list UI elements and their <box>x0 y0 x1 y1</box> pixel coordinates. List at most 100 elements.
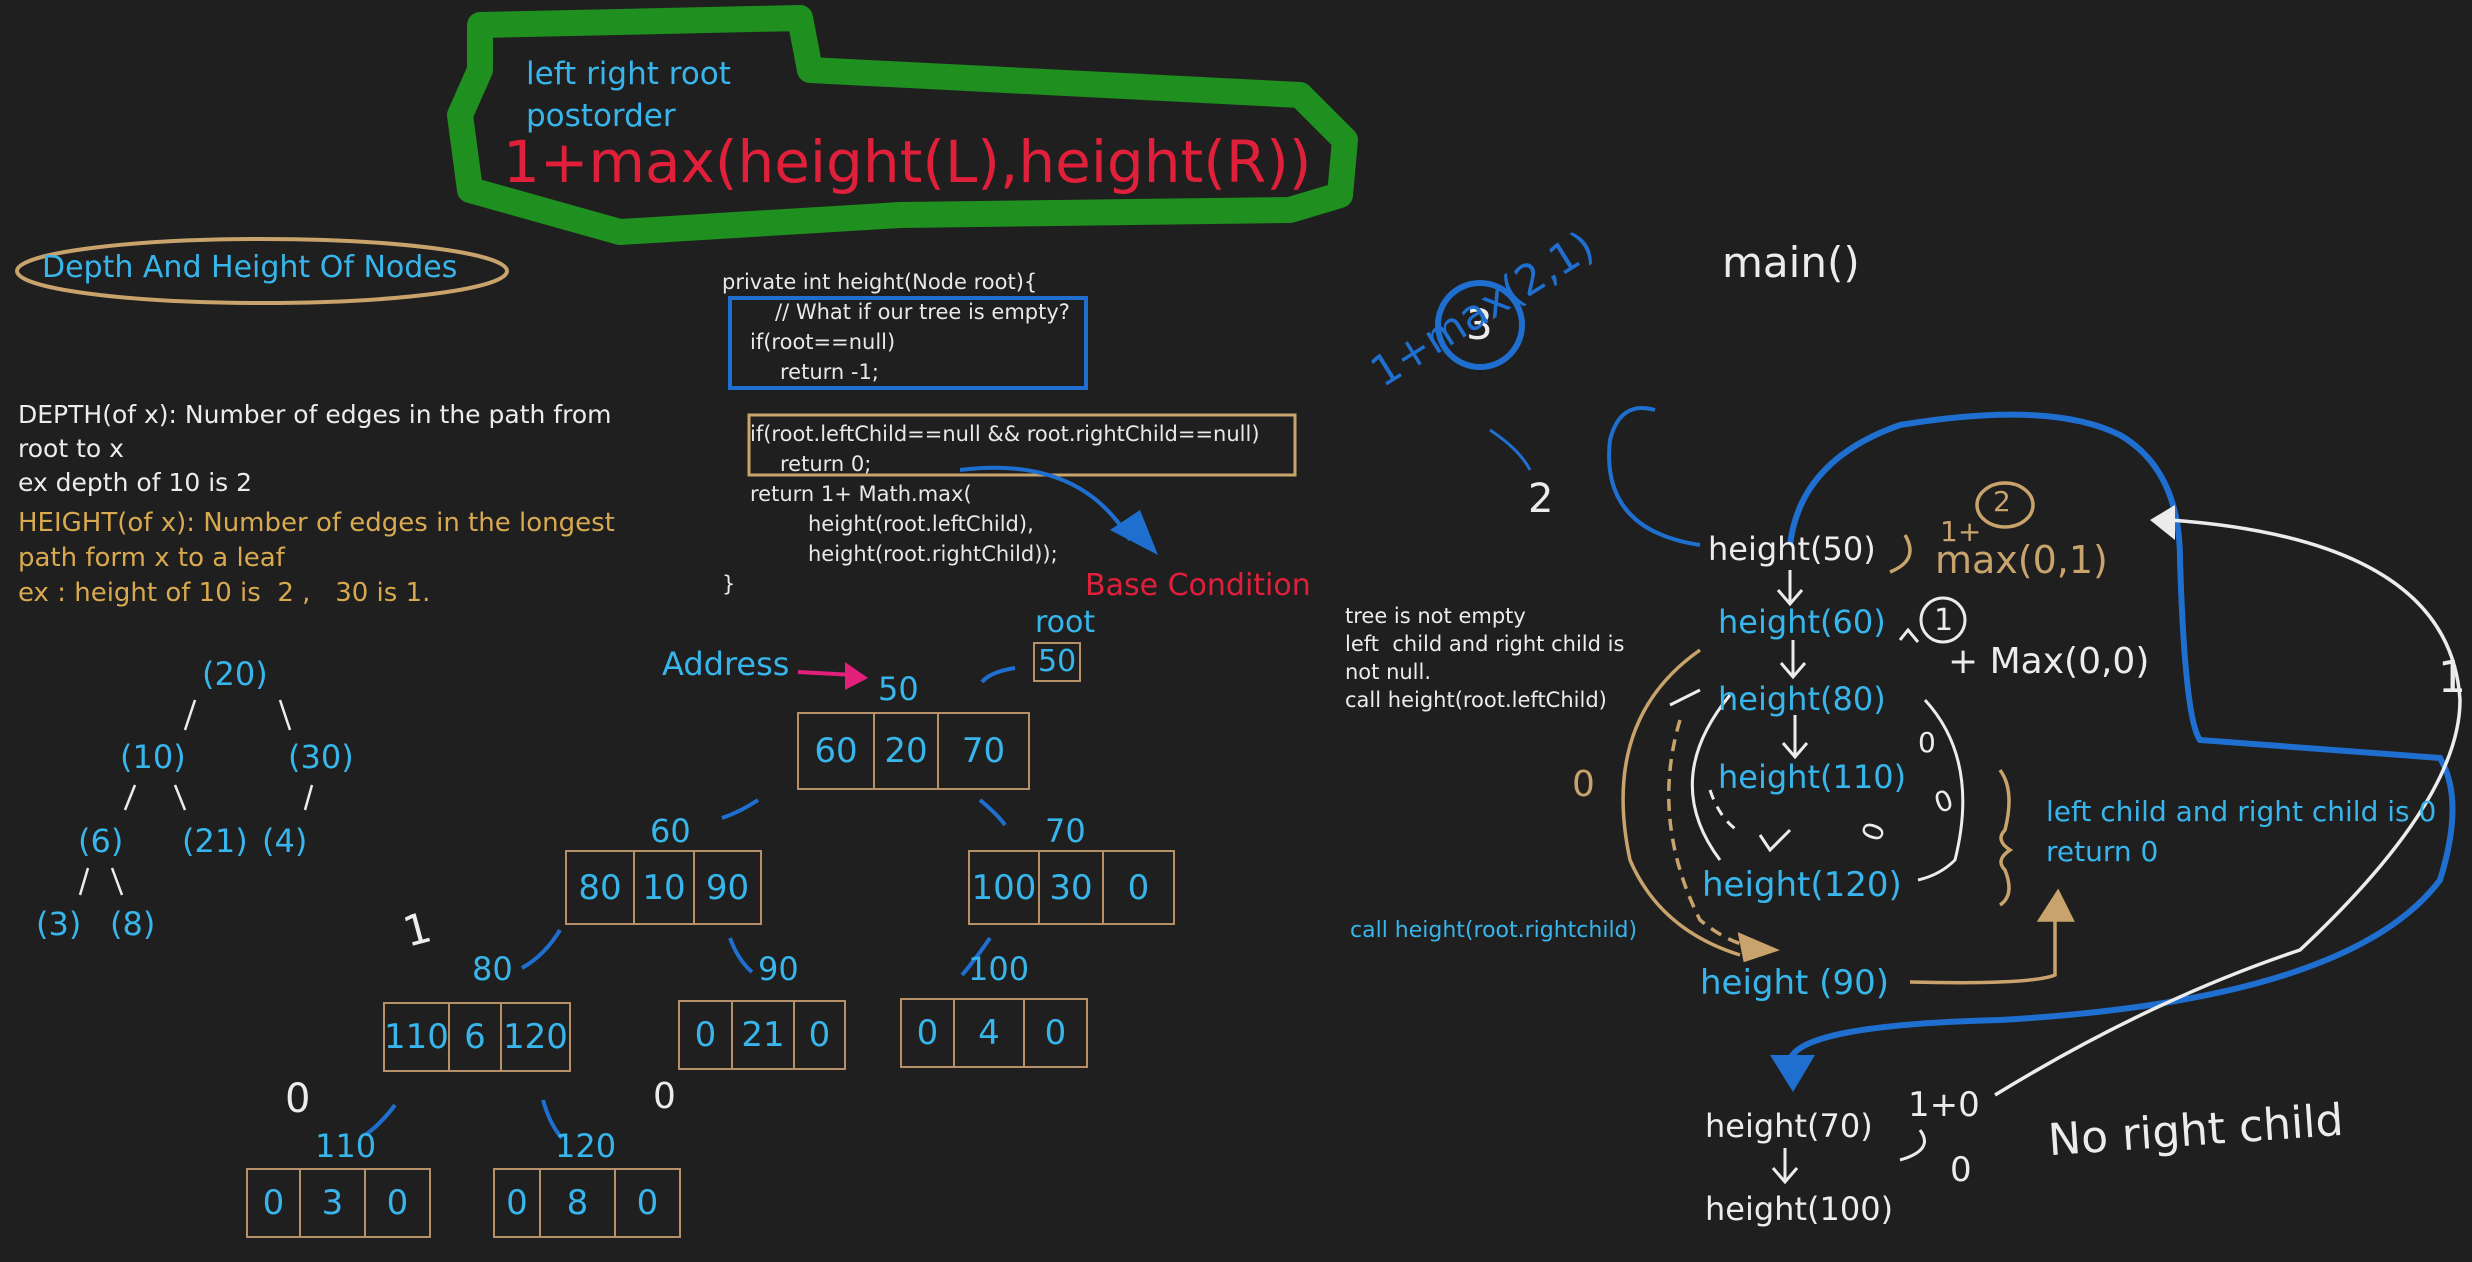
arrow-50-60 <box>721 798 760 820</box>
arrow-h50-h60 <box>1776 570 1804 607</box>
edge-10-6 <box>123 784 137 811</box>
node-80-value: 6 <box>450 1002 502 1072</box>
node-address-110: 110 <box>315 1127 377 1165</box>
node-80-right: 120 <box>502 1002 571 1072</box>
note-not-empty-3: not null. <box>1345 660 1432 684</box>
note-not-empty-4: call height(root.leftChild) <box>1345 688 1607 712</box>
memory-node-80: 110 6 120 <box>383 1002 571 1072</box>
blue-return-arrowhead <box>1770 1055 1815 1092</box>
white-return-arrowhead <box>2150 505 2175 540</box>
title-outline <box>15 237 509 305</box>
arrow-to-h80 <box>1669 688 1701 707</box>
null-check-box <box>728 296 1088 390</box>
code-line-2: // What if our tree is empty? <box>775 300 1070 324</box>
dashed-h110-h120 <box>1708 789 1741 834</box>
tree-node-10: (10) <box>120 738 186 776</box>
code-line-9: height(root.rightChild)); <box>808 542 1058 566</box>
arrow-h60-h80 <box>1779 640 1807 680</box>
base-condition-arrow <box>959 465 1132 542</box>
gold-arrowhead-90 <box>1737 932 1780 963</box>
h120-check-arrow <box>1758 828 1792 853</box>
node-110-value: 3 <box>301 1168 366 1238</box>
gold-brace <box>1998 768 2014 907</box>
call-height-110: height(110) <box>1718 758 1907 796</box>
tree-node-21: (21) <box>182 822 248 860</box>
gold-arrowhead-up <box>2036 888 2075 922</box>
max-0-1: max(0,1) <box>1935 538 2108 582</box>
base-condition-label: Base Condition <box>1085 568 1311 603</box>
node-110-right: 0 <box>366 1168 431 1238</box>
zero-h100: 0 <box>1950 1150 1972 1190</box>
node-110-left: 0 <box>246 1168 301 1238</box>
address-arrowhead <box>845 662 868 690</box>
arrow-root-50 <box>980 666 1016 684</box>
node-120-right: 0 <box>616 1168 681 1238</box>
arrow-50-70 <box>978 798 1007 827</box>
code-line-1: private int height(Node root){ <box>722 270 1038 294</box>
zero-a: 0 <box>1918 726 1936 759</box>
white-curve-right <box>1917 698 1965 882</box>
circle-1-outline <box>1919 596 1967 644</box>
h50-return-arrow <box>1607 406 1701 547</box>
call-height-100: height(100) <box>1705 1190 1894 1228</box>
memory-node-100: 0 4 0 <box>900 998 1088 1068</box>
node-50-value: 20 <box>875 712 939 790</box>
memory-node-110: 0 3 0 <box>246 1168 431 1238</box>
leaf-note-line1: left child and right child is 0 <box>2046 795 2437 828</box>
tree-node-30: (30) <box>288 738 354 776</box>
root-label: root <box>1035 605 1096 640</box>
circle-3-outline <box>1435 280 1525 370</box>
call-height-120: height(120) <box>1702 865 1902 905</box>
node-120-left: 0 <box>493 1168 541 1238</box>
call-height-60: height(60) <box>1718 603 1886 641</box>
gold-loop-left <box>1621 648 1741 957</box>
tree-node-4: (4) <box>262 822 308 860</box>
edge-10-21 <box>173 784 187 811</box>
one-right: 1 <box>2438 652 2466 703</box>
note-call-right: call height(root.rightchild) <box>1350 918 1638 943</box>
node-60-left: 80 <box>565 850 635 925</box>
arrow-h100 <box>1771 1148 1799 1185</box>
node-90-left: 0 <box>678 1000 733 1070</box>
address-label: Address <box>662 645 790 683</box>
max-0-1-prefix: 1+ <box>1940 515 1982 548</box>
code-line-7: return 1+ Math.max( <box>750 482 972 506</box>
edge-6-8 <box>110 867 124 896</box>
plus-max-0-0: + Max(0,0) <box>1948 641 2150 682</box>
note-not-empty-2: left child and right child is <box>1345 632 1625 656</box>
node-90-right: 0 <box>795 1000 846 1070</box>
note-not-empty-1: tree is not empty <box>1345 604 1526 628</box>
circle-2-outline <box>1975 481 2035 529</box>
edge-20-30 <box>278 699 292 731</box>
h100-return-curve <box>1899 1129 1926 1162</box>
node-60-value: 10 <box>635 850 695 925</box>
arrow-80-120 <box>541 1099 564 1140</box>
blue-return-loop <box>1787 411 2456 1062</box>
arrow-h60-up <box>1898 627 1920 643</box>
call-height-50: height(50) <box>1708 530 1876 568</box>
memory-node-70: 100 30 0 <box>968 850 1175 925</box>
base-condition-box <box>747 413 1297 477</box>
arrow-60-90 <box>728 937 754 974</box>
node-70-right: 0 <box>1104 850 1175 925</box>
call-height-80: height(80) <box>1718 680 1886 718</box>
node-address-120: 120 <box>555 1127 617 1165</box>
node-address-100: 100 <box>968 950 1030 988</box>
main-call: main() <box>1722 238 1860 287</box>
node-address-70: 70 <box>1045 812 1086 850</box>
zero-left: 0 <box>1572 764 1595 805</box>
white-return-path <box>1994 518 2462 1097</box>
node-address-60: 60 <box>650 812 691 850</box>
depth-definition-line1: DEPTH(of x): Number of edges in the path… <box>18 400 612 429</box>
node-address-90: 90 <box>758 950 799 988</box>
height-example: ex : height of 10 is 2 , 30 is 1. <box>18 578 431 608</box>
arrow-60-80 <box>521 928 562 970</box>
height-definition-line1: HEIGHT(of x): Number of edges in the lon… <box>18 508 615 538</box>
root-value: 50 <box>1033 642 1082 682</box>
code-line-8: height(root.leftChild), <box>808 512 1034 536</box>
banner-line1: left right root <box>526 56 731 92</box>
gold-dashed <box>1667 719 1761 950</box>
arrow-70-100 <box>960 936 992 977</box>
edge-6-3 <box>78 867 90 896</box>
